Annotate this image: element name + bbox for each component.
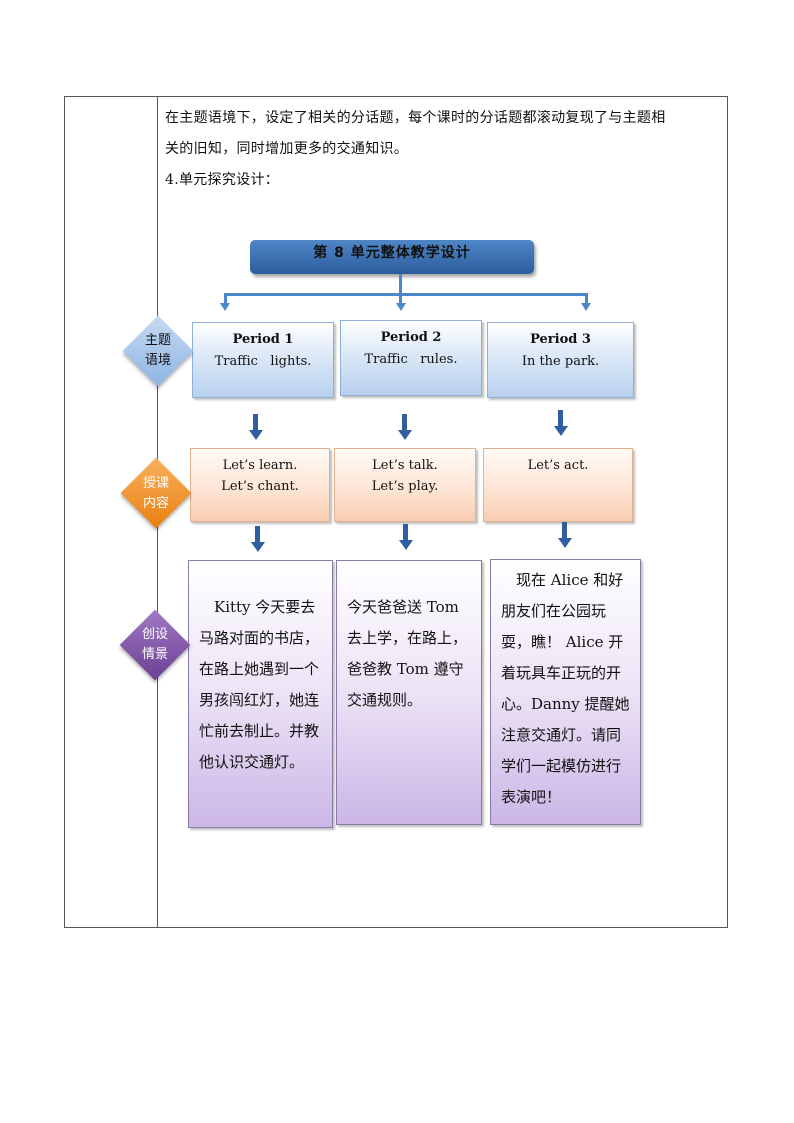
scene-label-line-1: 创设 <box>141 627 168 642</box>
scene-label-line-2: 情景 <box>141 647 168 662</box>
theme-label: 主题 语境 <box>123 331 193 371</box>
down-arrow-2 <box>398 430 412 440</box>
connector-arrow-right <box>581 303 591 311</box>
down-arrow-1 <box>249 430 263 440</box>
down-arrow-shaft-1 <box>253 414 258 430</box>
period-1-title: Period 1 <box>232 332 294 347</box>
lesson-label: 授课 内容 <box>121 474 191 514</box>
period-box-1: Period 1 Traffic lights. <box>192 322 334 398</box>
period-box-2: Period 2 Traffic rules. <box>340 320 482 396</box>
scene-2-text: 今天爸爸送 Tom 去上学，在路上，爸爸教 Tom 遵守交通规则。 <box>347 598 468 709</box>
content-table: 在主题语境下，设定了相关的分话题，每个课时的分话题都滚动复现了与主题相 关的旧知… <box>64 96 728 928</box>
down-arrow-5 <box>399 540 413 550</box>
lesson-2-line-1: Let’s talk. <box>372 458 438 473</box>
down-arrow-shaft-6 <box>562 522 567 538</box>
down-arrow-shaft-3 <box>558 410 563 426</box>
scene-label: 创设 情景 <box>120 625 190 665</box>
lesson-box-2: Let’s talk. Let’s play. <box>334 448 476 522</box>
diagram-title: 第 8 单元整体教学设计 <box>313 245 471 261</box>
period-3-topic: In the park. <box>521 354 600 369</box>
scene-box-1: Kitty 今天要去马路对面的书店，在路上她遇到一个男孩闯红灯，她连忙前去制止。… <box>188 560 333 828</box>
connector-arrow-middle <box>396 303 406 311</box>
lesson-box-1: Let’s learn. Let’s chant. <box>190 448 330 522</box>
intro-line-2: 关的旧知，同时增加更多的交通知识。 <box>165 141 409 157</box>
period-2-topic: Traffic rules. <box>364 352 458 367</box>
down-arrow-3 <box>554 426 568 436</box>
scene-box-3: 现在 Alice 和好朋友们在公园玩耍，瞧！ Alice 开着玩具车正玩的开心。… <box>490 559 641 825</box>
down-arrow-shaft-2 <box>402 414 407 430</box>
intro-line-3: 4.单元探究设计： <box>165 172 280 188</box>
connector-right <box>585 293 588 303</box>
down-arrow-6 <box>558 538 572 548</box>
theme-label-line-1: 主题 <box>144 333 171 348</box>
down-arrow-4 <box>251 542 265 552</box>
lesson-1-line-1: Let’s learn. <box>222 458 298 473</box>
scene-3-text: 现在 Alice 和好朋友们在公园玩耍，瞧！ Alice 开着玩具车正玩的开心。… <box>501 571 630 806</box>
intro-line-1: 在主题语境下，设定了相关的分话题，每个课时的分话题都滚动复现了与主题相 <box>165 110 666 126</box>
connector-bar <box>224 293 588 296</box>
period-box-3: Period 3 In the park. <box>487 322 634 398</box>
connector-arrow-left <box>220 303 230 311</box>
connector-stem <box>399 274 402 294</box>
lesson-label-line-1: 授课 <box>142 476 169 491</box>
scene-box-2: 今天爸爸送 Tom 去上学，在路上，爸爸教 Tom 遵守交通规则。 <box>336 560 482 825</box>
intro-paragraph: 在主题语境下，设定了相关的分话题，每个课时的分话题都滚动复现了与主题相 关的旧知… <box>165 103 725 196</box>
lesson-box-3: Let’s act. <box>483 448 633 522</box>
period-3-title: Period 3 <box>530 332 591 347</box>
down-arrow-shaft-5 <box>403 524 408 540</box>
period-1-topic: Traffic lights. <box>214 354 312 369</box>
connector-middle <box>399 293 402 303</box>
lesson-3-line-1: Let’s act. <box>527 458 589 473</box>
diagram-title-box: 第 8 单元整体教学设计 <box>250 240 534 274</box>
lesson-2-line-2: Let’s play. <box>371 479 439 494</box>
connector-left <box>224 293 227 303</box>
lesson-1-line-2: Let’s chant. <box>221 479 299 494</box>
lesson-label-line-2: 内容 <box>142 496 169 511</box>
period-2-title: Period 2 <box>380 330 442 345</box>
scene-1-text: Kitty 今天要去马路对面的书店，在路上她遇到一个男孩闯红灯，她连忙前去制止。… <box>199 598 320 771</box>
theme-label-line-2: 语境 <box>144 353 171 368</box>
down-arrow-shaft-4 <box>255 526 260 542</box>
